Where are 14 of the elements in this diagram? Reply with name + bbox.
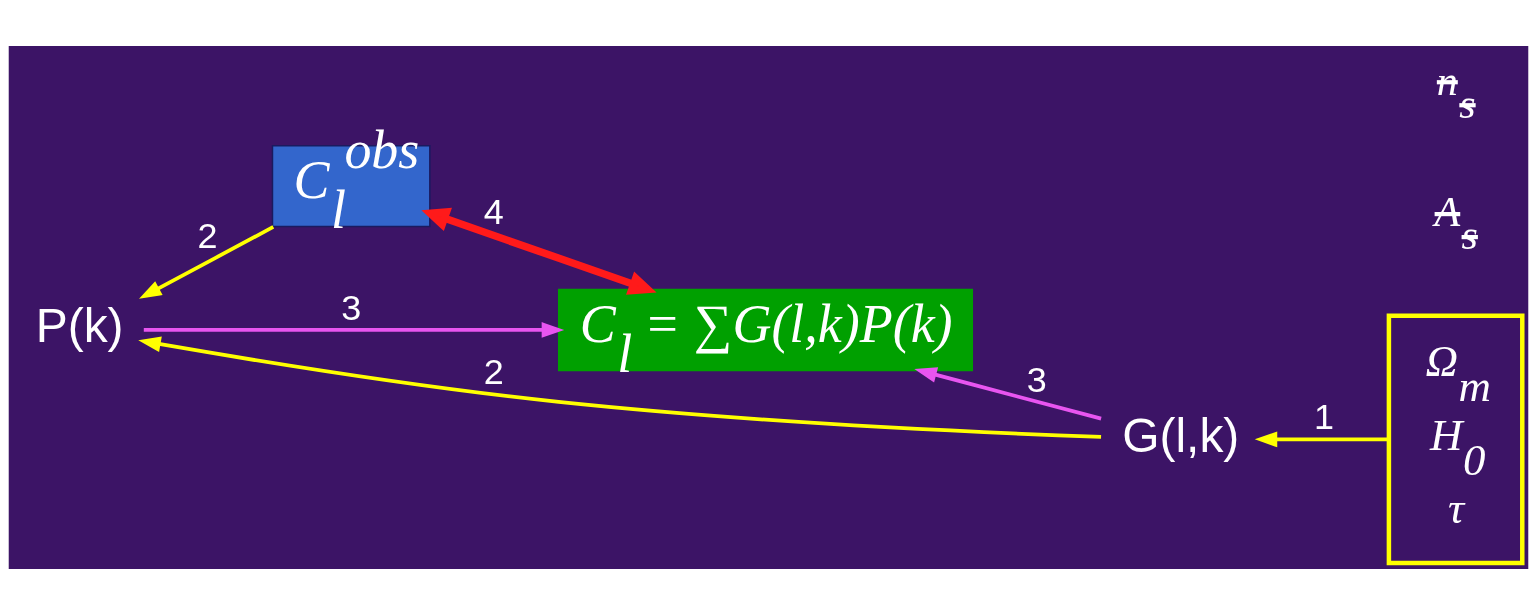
edge-label: 2 xyxy=(483,350,504,392)
node-text: P(k) xyxy=(35,298,124,352)
node-text: G(l,k) xyxy=(1122,408,1240,462)
edge-label: 3 xyxy=(1026,358,1047,400)
edge-label: 4 xyxy=(483,190,504,232)
arrow xyxy=(138,335,1102,439)
arrow xyxy=(421,207,657,295)
edge-label: 1 xyxy=(1313,395,1334,437)
arrow xyxy=(139,224,275,299)
arrow xyxy=(143,321,565,338)
edge-label: 3 xyxy=(341,286,362,328)
arrow xyxy=(1254,431,1389,447)
edge-label: 2 xyxy=(197,214,218,256)
arrow xyxy=(914,366,1102,420)
